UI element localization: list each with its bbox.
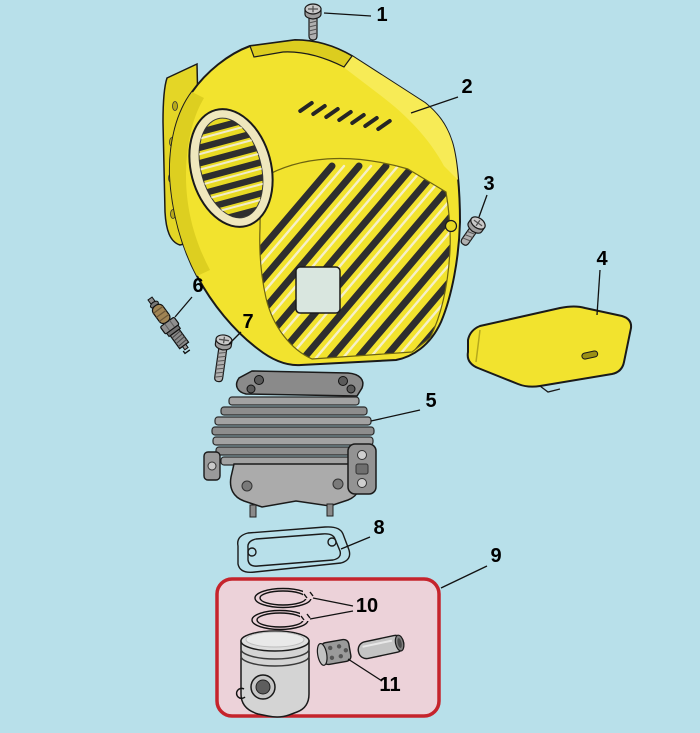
screw-part-7 xyxy=(214,334,233,383)
leader-10b xyxy=(309,610,354,620)
piston xyxy=(235,630,310,718)
leader-4 xyxy=(596,269,601,316)
cylinder-top-plate xyxy=(235,370,364,397)
callout-label-4: 4 xyxy=(596,248,608,270)
cover-oval-grille xyxy=(188,108,274,228)
leader-5 xyxy=(370,409,421,422)
wrist-pin-part-11 xyxy=(357,634,405,660)
leader-2 xyxy=(410,96,459,114)
leader-10a xyxy=(312,597,354,607)
spark-plug-part-6 xyxy=(147,296,191,355)
gasket-part-8 xyxy=(237,526,351,574)
leader-9 xyxy=(440,565,488,589)
callout-label-5: 5 xyxy=(425,390,436,412)
piston-rings-part-10 xyxy=(251,587,314,631)
leader-7 xyxy=(228,331,242,345)
callout-label-7: 7 xyxy=(242,311,253,333)
leader-1 xyxy=(323,12,372,17)
cylinder-part-5 xyxy=(203,370,377,518)
leader-lines xyxy=(174,12,601,682)
side-plate-part-4 xyxy=(466,305,633,393)
leader-3 xyxy=(478,194,488,218)
leader-11 xyxy=(347,658,383,682)
needle-bearing-part-11 xyxy=(316,638,352,666)
callout-label-9: 9 xyxy=(490,545,501,567)
cover-window-opening xyxy=(295,266,341,314)
callout-label-8: 8 xyxy=(373,517,384,539)
callout-label-2: 2 xyxy=(461,76,472,98)
callout-label-1: 1 xyxy=(376,4,387,26)
leader-6 xyxy=(174,296,193,318)
callout-label-10: 10 xyxy=(356,595,378,617)
cover-screw-boss xyxy=(444,219,458,233)
screw-part-1 xyxy=(304,3,322,41)
callout-label-6: 6 xyxy=(192,275,203,297)
cover-top-vents xyxy=(298,100,392,132)
piston-circlip xyxy=(235,687,246,700)
callout-label-11: 11 xyxy=(379,674,400,696)
cover-top-ridge xyxy=(249,39,353,68)
screw-part-3 xyxy=(460,216,486,246)
callout-label-3: 3 xyxy=(483,173,494,195)
cylinder-fins xyxy=(211,396,375,466)
leader-8 xyxy=(340,536,371,550)
